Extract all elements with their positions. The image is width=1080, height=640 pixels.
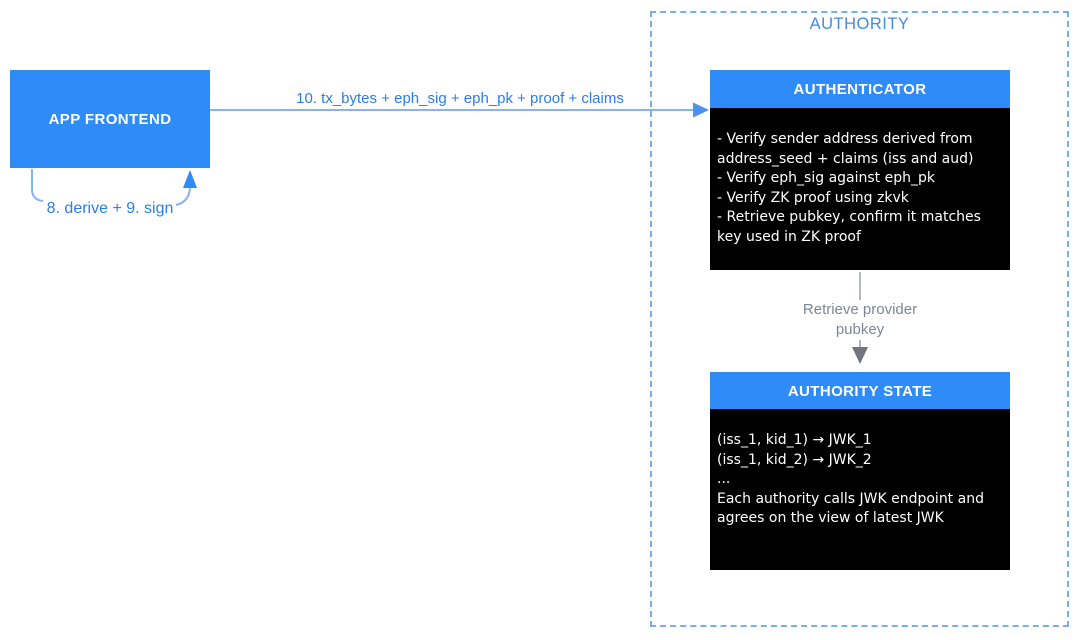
authority-container (650, 11, 1069, 627)
authenticator-title: AUTHENTICATOR (793, 80, 927, 98)
authority-state-body: (iss_1, kid_1) → JWK_1 (iss_1, kid_2) → … (710, 409, 1010, 570)
app-frontend-box: APP FRONTEND (10, 70, 210, 168)
authority-state-title: AUTHORITY STATE (787, 382, 933, 400)
authority-title: AUTHORITY (809, 15, 910, 33)
main-arrow-label: 10. tx_bytes + eph_sig + eph_pk + proof … (295, 89, 625, 109)
self-loop-label: 8. derive + 9. sign (46, 200, 174, 217)
app-frontend-label: APP FRONTEND (48, 110, 172, 128)
authenticator-body: - Verify sender address derived from add… (710, 108, 1010, 270)
authority-state-header: AUTHORITY STATE (710, 372, 1010, 410)
retrieve-pubkey-label: Retrieve provider pubkey (780, 300, 940, 340)
authenticator-header: AUTHENTICATOR (710, 70, 1010, 108)
